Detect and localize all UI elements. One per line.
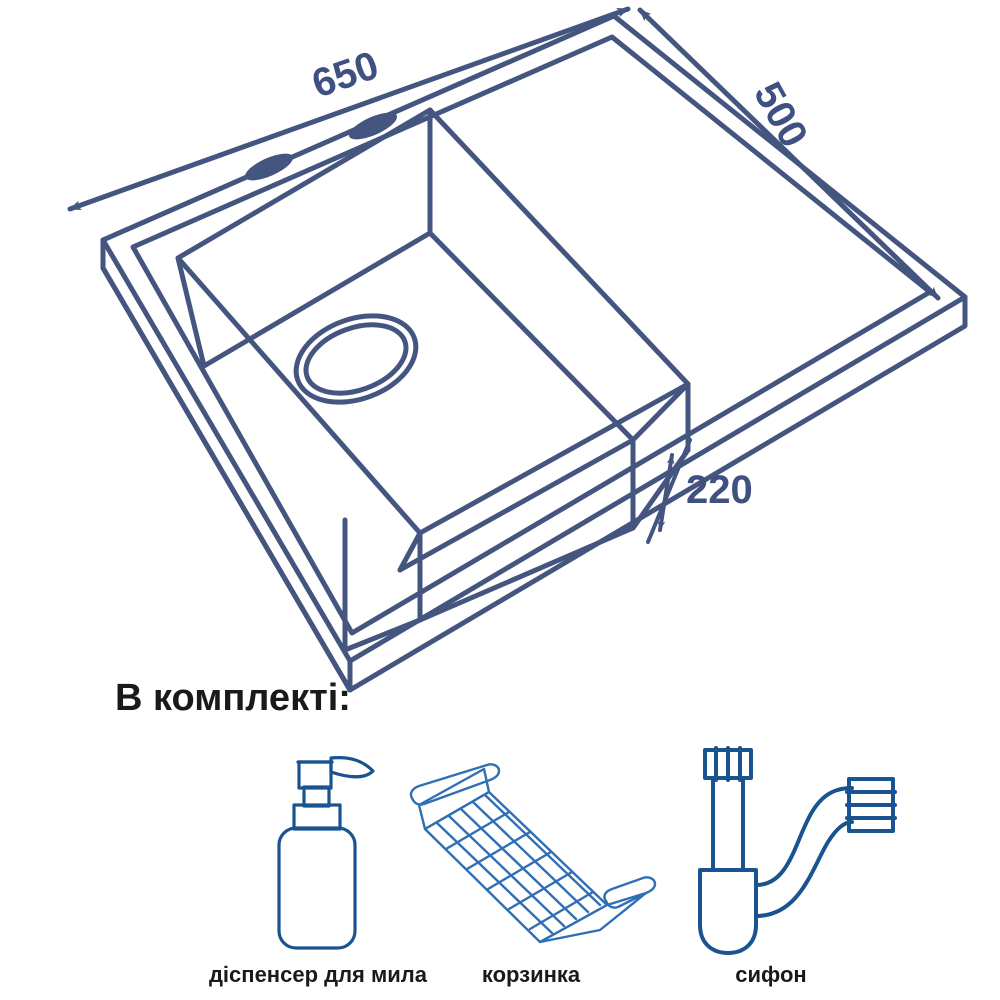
bowl-corner-front xyxy=(397,530,423,573)
included-heading: В комплекті: xyxy=(115,677,351,719)
siphon-flange-ribs xyxy=(714,746,742,782)
dispenser-spout xyxy=(329,756,375,779)
caption-siphon: сифон xyxy=(735,962,806,987)
dimension-label-height: 220 xyxy=(686,468,753,512)
dimension-line-width xyxy=(67,6,631,212)
basket-wires-cross xyxy=(444,810,595,931)
siphon-connector-ribs xyxy=(845,790,897,820)
siphon-outlet-lower xyxy=(754,820,854,918)
sink-front-apron-edge xyxy=(100,265,353,693)
drain-inner-ring xyxy=(303,322,409,396)
basket-back-wall xyxy=(417,767,491,831)
caption-soap-dispenser: діспенсер для мила xyxy=(209,962,428,987)
basket-handle-left xyxy=(409,763,501,806)
dimension-line-height xyxy=(657,453,675,532)
siphon-trap-body xyxy=(698,868,758,955)
basket-wires-longitudinal xyxy=(435,793,602,935)
bowl-corner-left xyxy=(175,255,207,369)
dimension-lines-height xyxy=(646,438,692,544)
caption-basket: корзинка xyxy=(482,962,581,987)
basket-right-skirt xyxy=(538,891,648,944)
siphon-outlet-upper xyxy=(754,786,854,887)
bowl-corner-right xyxy=(630,381,691,443)
dimension-lines xyxy=(67,6,941,301)
dimension-witness-height xyxy=(646,438,692,544)
drain-assembly xyxy=(293,313,419,405)
dimension-line-depth xyxy=(637,7,941,301)
bowl-bottom xyxy=(201,230,636,573)
drain-outer-ring xyxy=(293,313,419,405)
basket-handle-right xyxy=(603,876,657,909)
